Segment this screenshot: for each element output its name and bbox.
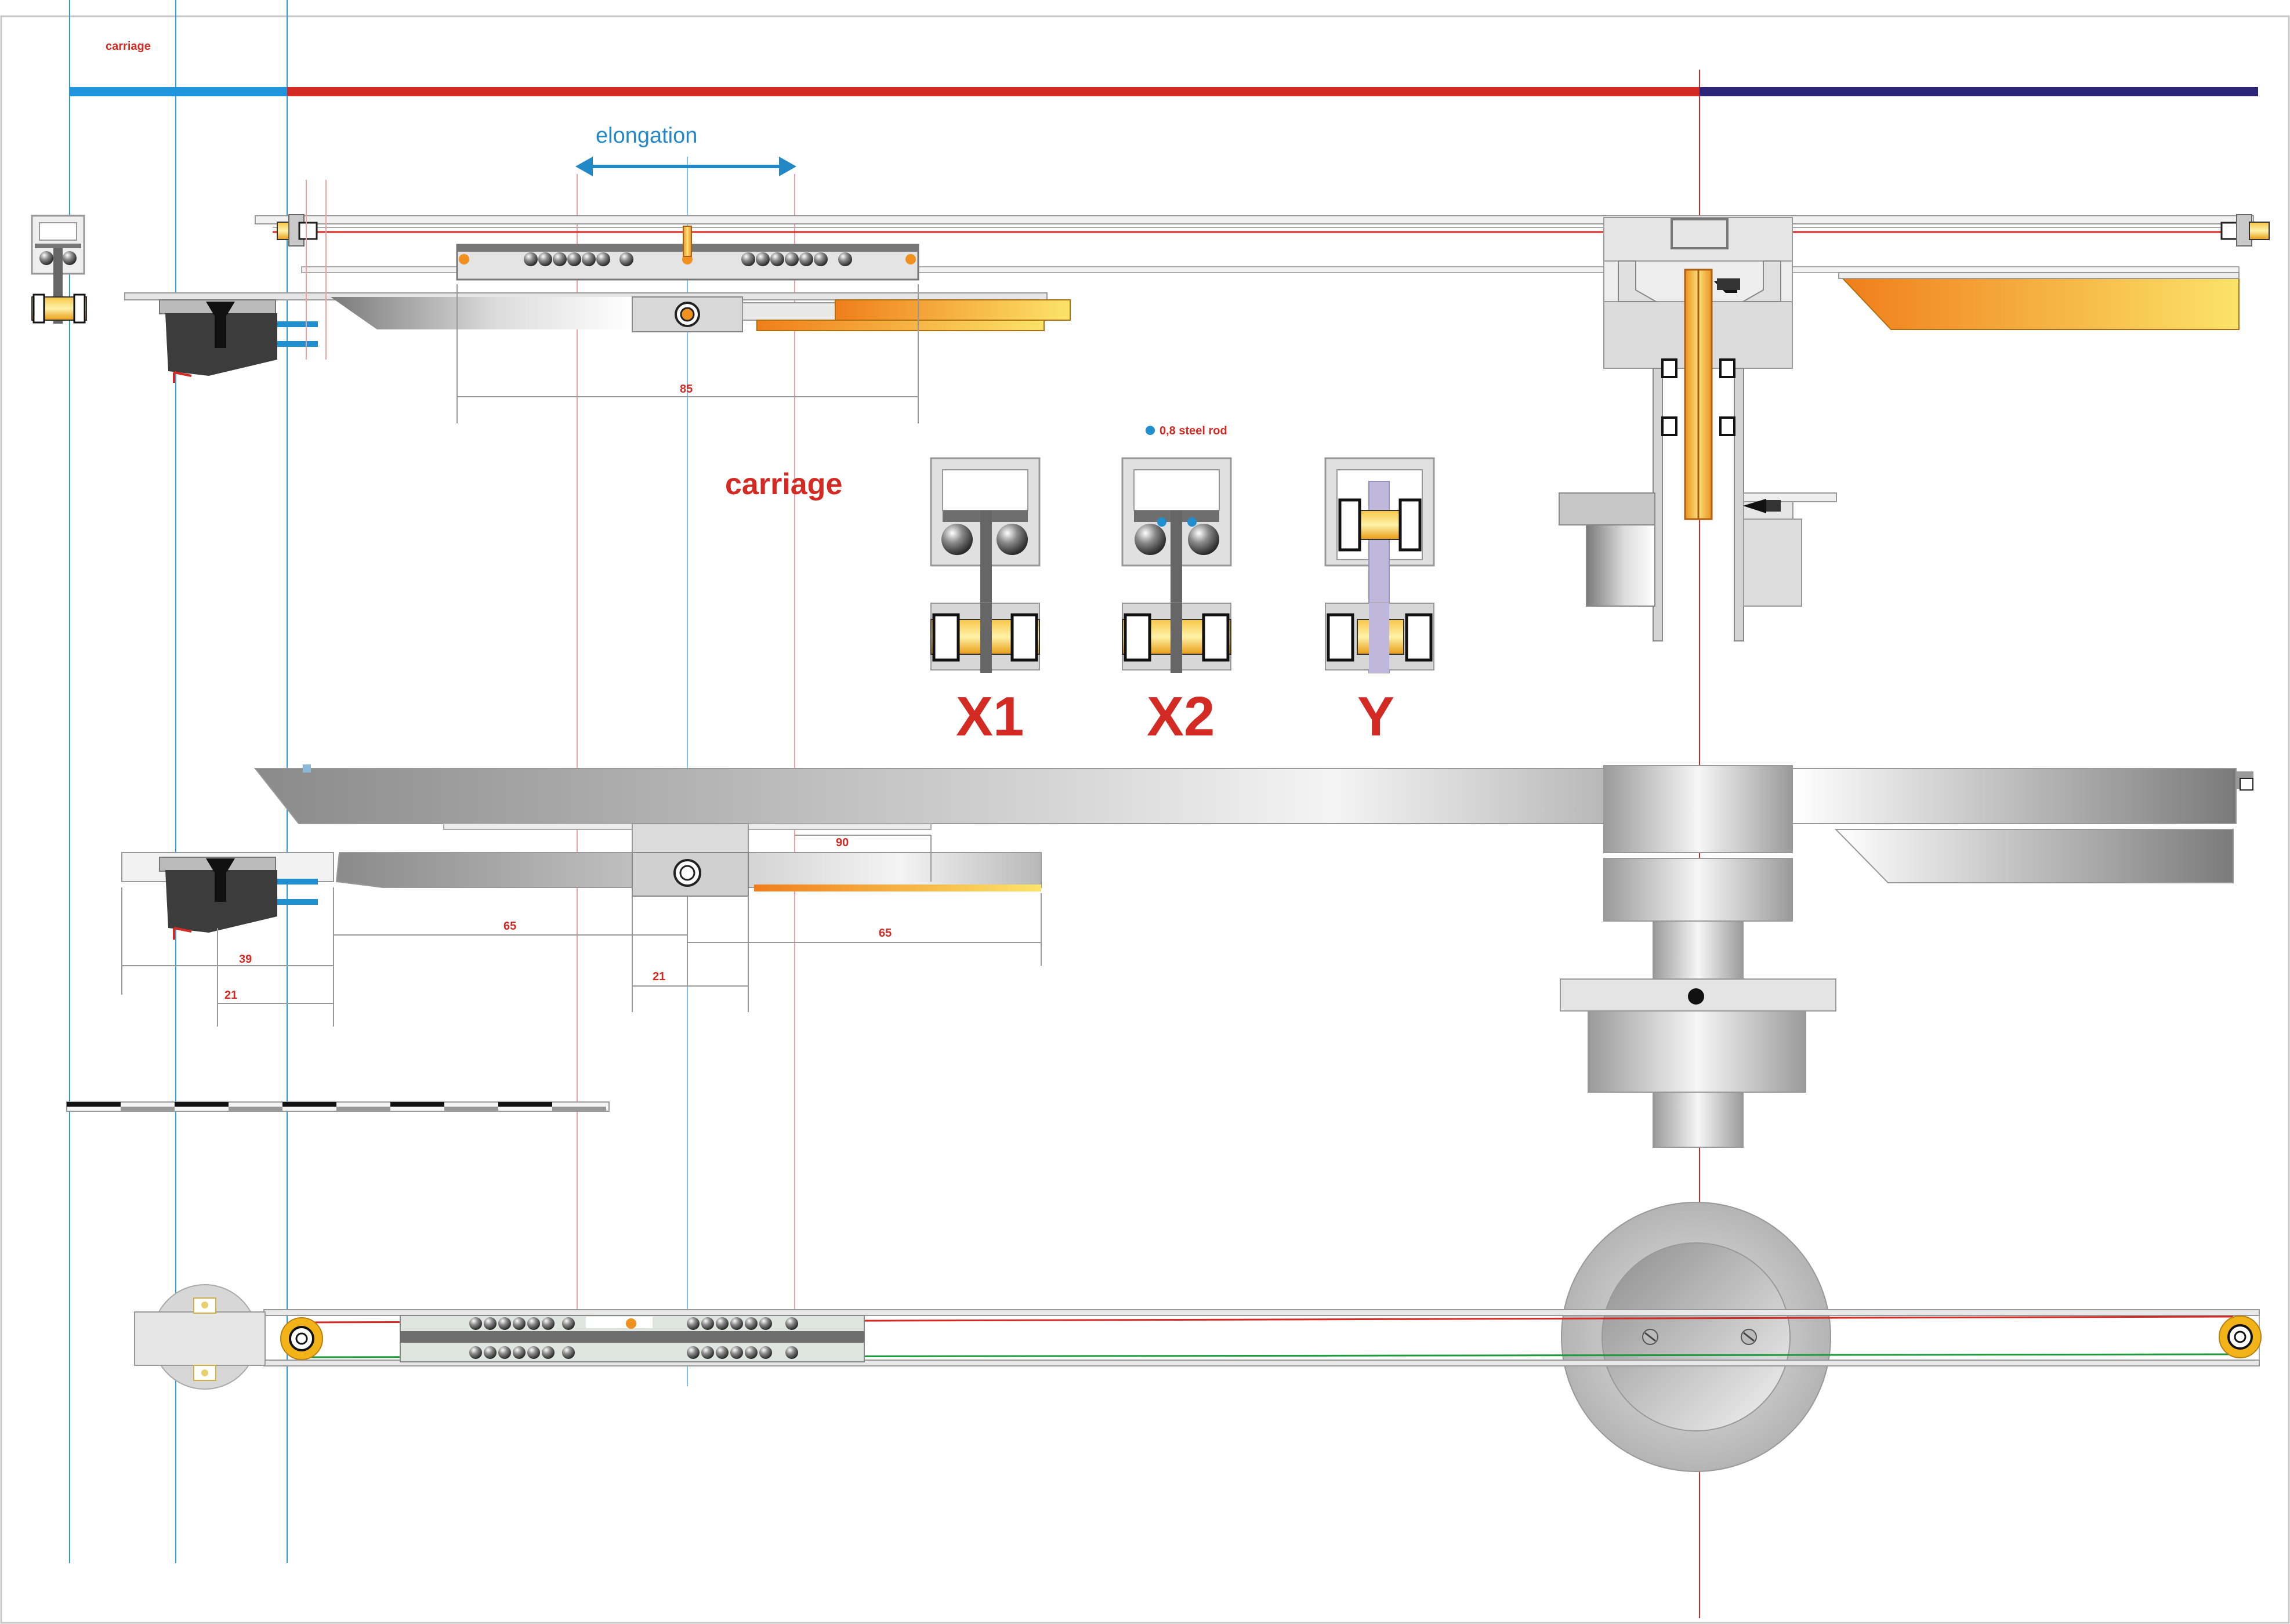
dimension-65-right-label: 65	[879, 927, 892, 940]
elongation-label: elongation	[596, 124, 697, 148]
top-range-band	[70, 87, 2258, 96]
side-cartridge	[121, 852, 334, 940]
counterweight-upper	[1840, 277, 2240, 330]
lower-ball-rows	[469, 1317, 798, 1359]
plan-view	[134, 1202, 2262, 1472]
lower-pulley-right	[2219, 1315, 2262, 1358]
dimension-85-label: 85	[680, 383, 693, 396]
dimension-39-label: 39	[239, 953, 252, 966]
band-red	[287, 87, 1700, 96]
platter-inner	[1601, 1242, 1791, 1431]
dimension-21-left-label: 21	[224, 989, 237, 1002]
steel-rod-dot-legend	[1146, 426, 1155, 435]
section-y-label: Y	[1357, 686, 1394, 748]
band-navy	[1700, 87, 2258, 96]
left-end-view	[31, 215, 87, 324]
section-x1-label: X1	[956, 686, 1024, 748]
page-frame	[0, 15, 2290, 1624]
section-x1	[930, 457, 1041, 673]
scale-bar	[66, 1101, 610, 1112]
upper-cartridge	[159, 299, 318, 383]
section-y	[1324, 457, 1435, 673]
left-pulley-end	[277, 214, 318, 246]
side-dimensions	[121, 835, 1042, 1027]
ball-row-right	[741, 252, 852, 266]
dimension-65-left-label: 65	[503, 920, 516, 933]
upper-rail	[255, 215, 2254, 224]
top-assembly: elongation 85	[31, 124, 2270, 423]
pivot-section	[1559, 217, 2240, 641]
side-main-arm	[253, 768, 1604, 824]
section-x2-label: X2	[1147, 686, 1215, 748]
band-blue	[70, 87, 287, 96]
upper-orange-tail	[835, 299, 1071, 321]
side-view: 90 65 65 39 21 21	[121, 764, 2253, 1148]
upper-arm-wedge	[331, 297, 632, 329]
right-pulley-end	[2220, 214, 2270, 246]
lower-pulley-left	[280, 1317, 323, 1360]
ball-row-left	[524, 252, 633, 266]
dimension-21-center-label: 21	[653, 970, 665, 983]
dimension-90-label: 90	[836, 836, 849, 849]
section-x2	[1121, 457, 1232, 673]
upper-carriage	[456, 226, 919, 281]
pivot-column-top	[1603, 765, 1793, 853]
dimension-85	[456, 284, 919, 423]
lower-carriage	[400, 1315, 865, 1362]
steel-rod-label: 0,8 steel rod	[1160, 425, 1227, 437]
elongation-arrow	[575, 157, 796, 176]
carriage-title: carriage	[725, 467, 842, 501]
corner-carriage-label: carriage	[106, 40, 151, 53]
side-orange-strip	[754, 884, 1041, 891]
